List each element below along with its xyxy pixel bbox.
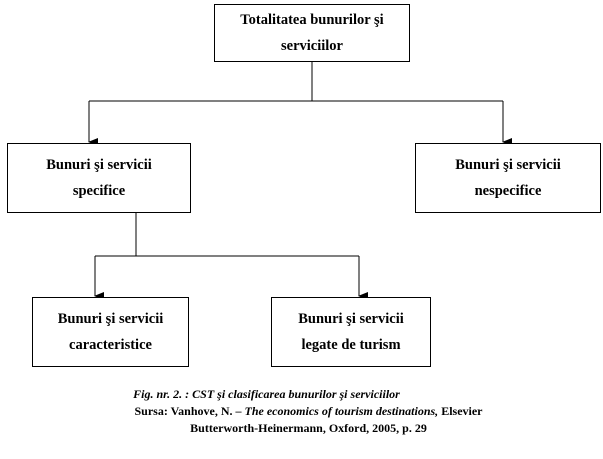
- root-node-line1: Totalitatea bunurilor şi: [240, 12, 384, 28]
- figure-title: Fig. nr. 2. : CST şi clasificarea bunuri…: [0, 386, 603, 403]
- source-prefix: Sursa: Vanhove, N. –: [134, 404, 245, 418]
- root-node-line2: serviciilor: [280, 38, 343, 54]
- figure-title-text: Fig. nr. 2. : CST şi clasificarea bunuri…: [133, 387, 400, 401]
- tourism-related-node-line1: Bunuri şi servicii: [298, 311, 404, 327]
- tourism-related-node: Bunuri şi servicii legate de turism: [271, 297, 431, 367]
- specific-node-line1: Bunuri şi servicii: [46, 157, 152, 173]
- nonspecific-node: Bunuri şi servicii nespecifice: [415, 143, 601, 213]
- figure-caption: Fig. nr. 2. : CST şi clasificarea bunuri…: [0, 386, 603, 437]
- tourism-related-node-line2: legate de turism: [301, 337, 401, 353]
- nonspecific-node-line2: nespecifice: [474, 183, 542, 199]
- figure-source: Sursa: Vanhove, N. – The economics of to…: [14, 403, 603, 420]
- figure-source-line2: Butterworth-Heinermann, Oxford, 2005, p.…: [14, 420, 603, 437]
- source-suffix: Elsevier: [438, 404, 483, 418]
- characteristic-node-line1: Bunuri şi servicii: [57, 311, 164, 327]
- root-node: Totalitatea bunurilor şi serviciilor: [214, 4, 410, 62]
- specific-node-line2: specifice: [72, 183, 126, 199]
- specific-node: Bunuri şi servicii specifice: [7, 143, 191, 213]
- source-title: The economics of tourism destinations,: [244, 404, 439, 418]
- characteristic-node: Bunuri şi servicii caracteristice: [32, 297, 189, 367]
- characteristic-node-line2: caracteristice: [69, 337, 152, 353]
- source-line2: Butterworth-Heinermann, Oxford, 2005, p.…: [190, 421, 427, 435]
- nonspecific-node-line1: Bunuri şi servicii: [455, 157, 561, 173]
